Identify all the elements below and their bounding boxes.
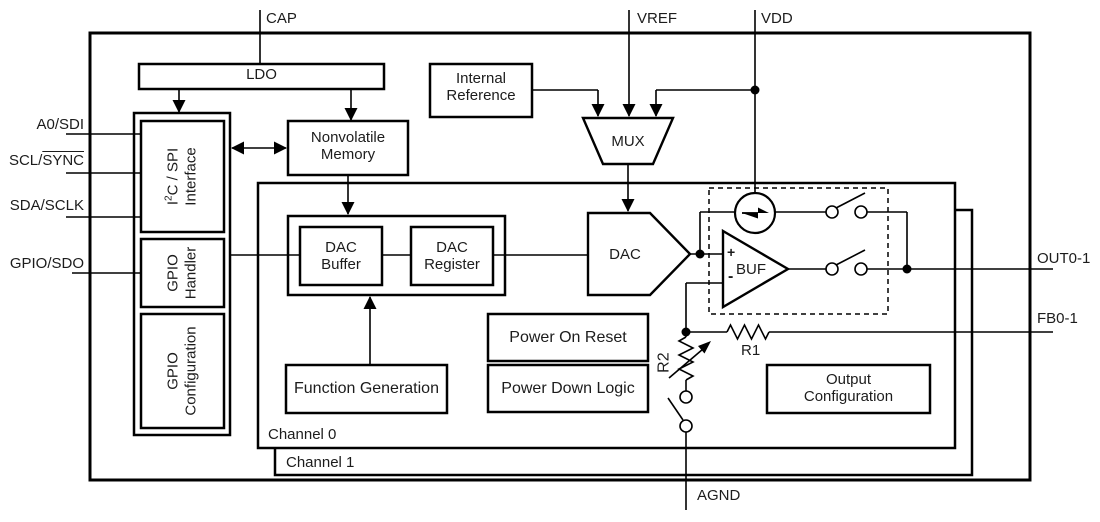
gpio-config-line2: Configuration [182,326,200,416]
i2c-spi-interface-label: I2C / SPI Interface [141,121,224,232]
analog-shapes [581,116,868,433]
dac-buffer-line2: Buffer [321,256,361,274]
i2c-post: C / SPI [165,147,182,196]
sync-overline-text: SYNC [42,152,84,169]
r2-variable-arrow-line [668,348,704,379]
buf-minus-feedback-wire [685,282,723,332]
output-config-line2: Configuration [803,388,894,406]
dac-register-box [409,225,495,287]
buf-label: BUF [736,261,766,278]
bottom-switch-lever [835,249,866,266]
pin-label-vref: VREF [637,10,678,27]
left-pin-wires [66,133,141,274]
bottom-switch-contact-right [854,262,868,276]
nvm-line1: Nonvolatile [310,129,386,146]
mux-shape [581,116,675,166]
dac-register-label: DAC Register [411,239,493,274]
i2c-spi-line1: I2C / SPI [164,147,183,205]
power-down-logic-box [486,363,650,414]
i2c-sup: 2 [164,195,175,201]
top-switch-contact-right [854,205,868,219]
pin-label-vdd: VDD [761,10,793,27]
dac-label: DAC [609,246,641,263]
dac-shape [586,211,692,297]
output-config-line1: Output [825,371,872,388]
dac-buffer-box [298,225,384,287]
i2c-spi-line2: Interface [183,147,200,206]
dac-buffer-line1: DAC [325,239,357,256]
bottom-switch-contact-left [825,262,839,276]
gpio-config-line1: GPIO [164,352,182,390]
nvm-line2: Memory [320,146,376,164]
power-down-logic-label: Power Down Logic [501,379,635,397]
internal-reference-line2: Reference [446,87,516,105]
gpio-configuration-label: GPIO Configuration [141,314,224,428]
gpio-handler-box [139,237,226,309]
ground-switch-lever [667,397,684,421]
pin-label-scl-sync: SCL/SYNC [0,152,84,169]
pin-label-agnd: AGND [697,487,741,504]
pin-label-sda-sclk: SDA/SCLK [9,197,84,214]
r2-label-text: R2 [655,352,673,374]
mux-label: MUX [611,133,645,150]
ldo-box [137,62,386,91]
component-boxes [137,62,932,430]
ldo-label: LDO [246,66,277,83]
gpio-handler-line2: Handler [182,246,200,300]
channel0-label: Channel 0 [268,426,337,443]
r2-resistor [677,336,695,381]
pin-label-fb: FB0-1 [1037,310,1078,327]
channel1-label: Channel 1 [286,454,355,471]
output-configuration-label: Output Configuration [767,371,930,406]
gpio-handler-label: GPIO Handler [141,239,224,307]
dac-buffer-label: DAC Buffer [300,239,382,274]
pin-label-gpio-sdo: GPIO/SDO [9,255,84,272]
dac-register-line1: DAC [436,239,468,256]
output-configuration-box [765,363,932,415]
r1-resistor [726,323,770,341]
pin-label-a0-sdi: A0/SDI [36,116,84,133]
pin-label-out: OUT0-1 [1037,250,1091,267]
gpio-handler-line1: GPIO [164,254,182,292]
buf-plus-label: + [727,244,736,260]
buf-amp-shape [721,228,791,310]
power-on-reset-box [486,312,650,363]
gpio-configuration-box [139,312,226,430]
function-generation-box [284,363,449,415]
junction-dots [681,85,912,337]
r2-label: R2 [650,349,678,377]
buf-minus-label: - [728,268,734,285]
pin-label-cap: CAP [266,10,297,27]
internal-reference-label: Internal Reference [430,70,532,105]
top-switch-contact-left [825,205,839,219]
r1-label: R1 [741,342,761,359]
nonvolatile-memory-label: Nonvolatile Memory [288,129,408,164]
dac-register-line2: Register [424,256,480,274]
i2c-pre: I [165,200,182,206]
ground-switch-contact-top [679,390,693,404]
top-switch-lever [835,192,866,209]
internal-reference-line1: Internal [455,70,507,87]
power-on-reset-label: Power On Reset [509,328,627,346]
nonvolatile-memory-box [286,119,410,177]
ground-switch-contact-bottom [679,419,693,433]
i2c-spi-interface-box [139,119,226,234]
scl-text: SCL/ [8,152,43,169]
current-source-to-out-wire [867,211,908,269]
function-generation-label: Function Generation [294,380,439,397]
internal-reference-box [428,62,534,119]
